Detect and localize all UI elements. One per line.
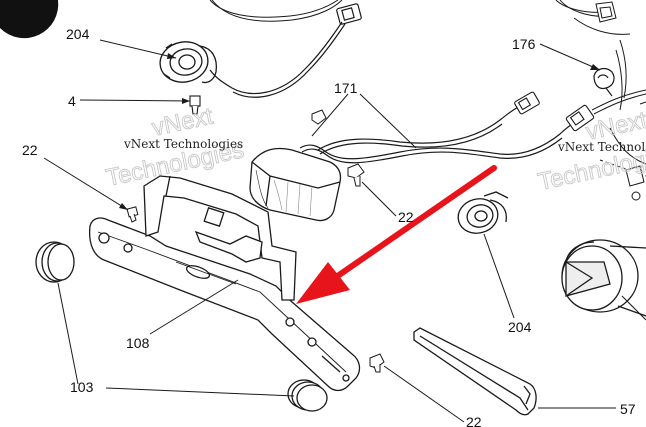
callout-22-lower: 22 <box>466 414 482 427</box>
trim-strip-57 <box>413 327 537 416</box>
leader-arrowheads <box>119 53 600 210</box>
screw-22-middle <box>347 163 365 187</box>
callout-4: 4 <box>68 93 76 109</box>
clip-right <box>625 165 645 201</box>
callout-204-upper: 204 <box>66 26 90 42</box>
screw-4 <box>189 95 201 115</box>
callout-22-left: 22 <box>22 142 38 158</box>
round-lamp-lens <box>561 239 646 317</box>
nut-171 <box>311 109 327 125</box>
callout-103: 103 <box>70 379 94 395</box>
lamp-socket-204-upper <box>159 41 218 84</box>
callout-176: 176 <box>512 36 536 52</box>
connector-right <box>565 104 595 132</box>
harness-right <box>591 39 646 177</box>
bracket-upper-frame <box>143 175 297 301</box>
connector-171 <box>514 91 540 115</box>
clip-176 <box>593 67 615 97</box>
callout-204-lower: 204 <box>508 319 532 335</box>
svg-text:vNext Technologies: vNext Technologies <box>123 137 243 151</box>
svg-text:vNext: vNext <box>150 103 216 142</box>
cap-103-upper <box>35 241 75 283</box>
clip-top-right <box>595 1 617 23</box>
license-plate-bracket-108 <box>88 217 361 392</box>
screw-22-lower <box>369 353 385 373</box>
connector-top <box>336 3 362 25</box>
callout-57: 57 <box>620 401 636 417</box>
red-arrow-annotation <box>296 165 497 304</box>
screw-22-left <box>126 206 139 223</box>
license-lamp-171 <box>249 147 342 222</box>
callout-22-middle: 22 <box>398 209 414 225</box>
callout-108: 108 <box>126 335 150 351</box>
callout-171: 171 <box>334 80 358 96</box>
wire-171-right <box>299 119 579 160</box>
cap-103-lower <box>287 379 328 412</box>
callout-labels: 204 4 171 176 22 22 22 108 103 204 57 <box>22 26 636 427</box>
leader-lines <box>43 39 646 423</box>
wire-171-up <box>317 103 527 151</box>
partial-part-top-left <box>0 0 59 39</box>
lamp-socket-204-lower <box>457 191 509 234</box>
wire-top-lamp <box>209 21 343 94</box>
svg-text:vNext Technologies: vNext Technologies <box>557 140 646 154</box>
background-wiring <box>209 0 631 35</box>
